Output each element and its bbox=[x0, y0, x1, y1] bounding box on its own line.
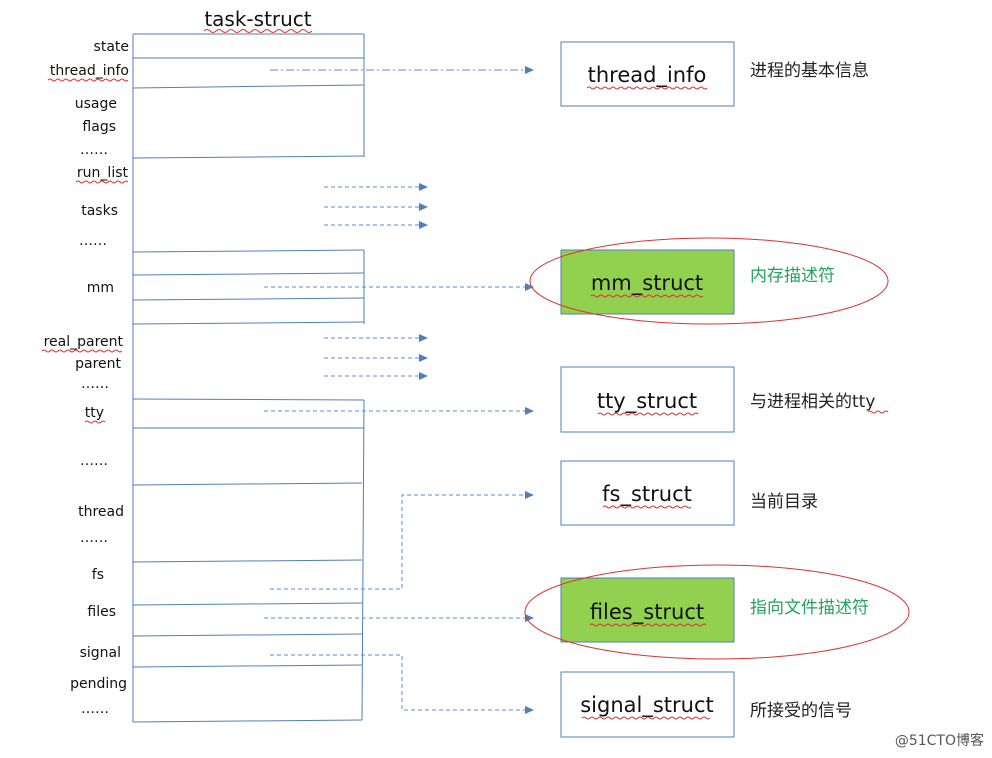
task-struct-table bbox=[132, 33, 365, 723]
box-label: mm_struct bbox=[591, 271, 703, 296]
box-spellcheck-squiggles bbox=[581, 86, 889, 720]
box-files-struct: files_struct 指向文件描述符 bbox=[524, 564, 910, 660]
spellcheck-squiggles bbox=[41, 78, 129, 424]
connectors bbox=[264, 66, 534, 714]
box-label: tty_struct bbox=[597, 389, 697, 414]
box-label: fs_struct bbox=[602, 482, 692, 507]
arrow-fs bbox=[270, 491, 534, 590]
field-label: files bbox=[87, 604, 116, 620]
field-label: signal bbox=[80, 645, 121, 661]
box-label: signal_struct bbox=[580, 693, 714, 718]
field-label: …… bbox=[80, 142, 108, 158]
field-labels: state thread_info usage flags …… run_lis… bbox=[44, 39, 129, 717]
field-label: real_parent bbox=[44, 334, 124, 350]
field-label: fs bbox=[92, 567, 104, 583]
field-label: thread bbox=[78, 504, 124, 520]
box-thread-info: thread_info 进程的基本信息 bbox=[560, 41, 869, 107]
box-description: 与进程相关的tty bbox=[750, 392, 875, 412]
box-description: 当前目录 bbox=[750, 492, 818, 512]
field-label: run_list bbox=[77, 165, 129, 181]
field-label: flags bbox=[82, 119, 116, 135]
field-label: tty bbox=[85, 405, 104, 421]
field-label: thread_info bbox=[50, 63, 129, 79]
field-label: …… bbox=[81, 701, 109, 717]
highlight-ellipse bbox=[524, 564, 910, 660]
box-description: 内存描述符 bbox=[750, 266, 835, 286]
field-label: parent bbox=[75, 356, 121, 372]
box-signal-struct: signal_struct 所接受的信号 bbox=[560, 671, 852, 738]
field-label: mm bbox=[87, 280, 114, 296]
spellcheck-underline bbox=[203, 29, 313, 33]
highlight-ellipse bbox=[529, 237, 889, 325]
field-label: …… bbox=[79, 233, 107, 249]
box-fs-struct: fs_struct 当前目录 bbox=[560, 460, 818, 526]
field-label: pending bbox=[70, 676, 127, 692]
box-description: 所接受的信号 bbox=[750, 701, 852, 721]
watermark: @51CTO博客 bbox=[895, 732, 984, 749]
field-label: …… bbox=[81, 376, 109, 392]
box-label: files_struct bbox=[590, 600, 704, 625]
box-tty-struct: tty_struct 与进程相关的tty bbox=[560, 366, 875, 433]
arrow-signal bbox=[270, 654, 534, 714]
box-mm-struct: mm_struct 内存描述符 bbox=[529, 237, 889, 325]
box-description: 指向文件描述符 bbox=[750, 598, 869, 618]
field-label: usage bbox=[75, 96, 117, 112]
field-label: tasks bbox=[81, 203, 118, 219]
box-label: thread_info bbox=[588, 63, 707, 88]
box-description: 进程的基本信息 bbox=[750, 61, 869, 81]
field-label: …… bbox=[80, 453, 108, 469]
field-label: state bbox=[94, 39, 129, 55]
field-label: …… bbox=[80, 530, 108, 546]
diagram-title: task-struct bbox=[204, 7, 311, 31]
